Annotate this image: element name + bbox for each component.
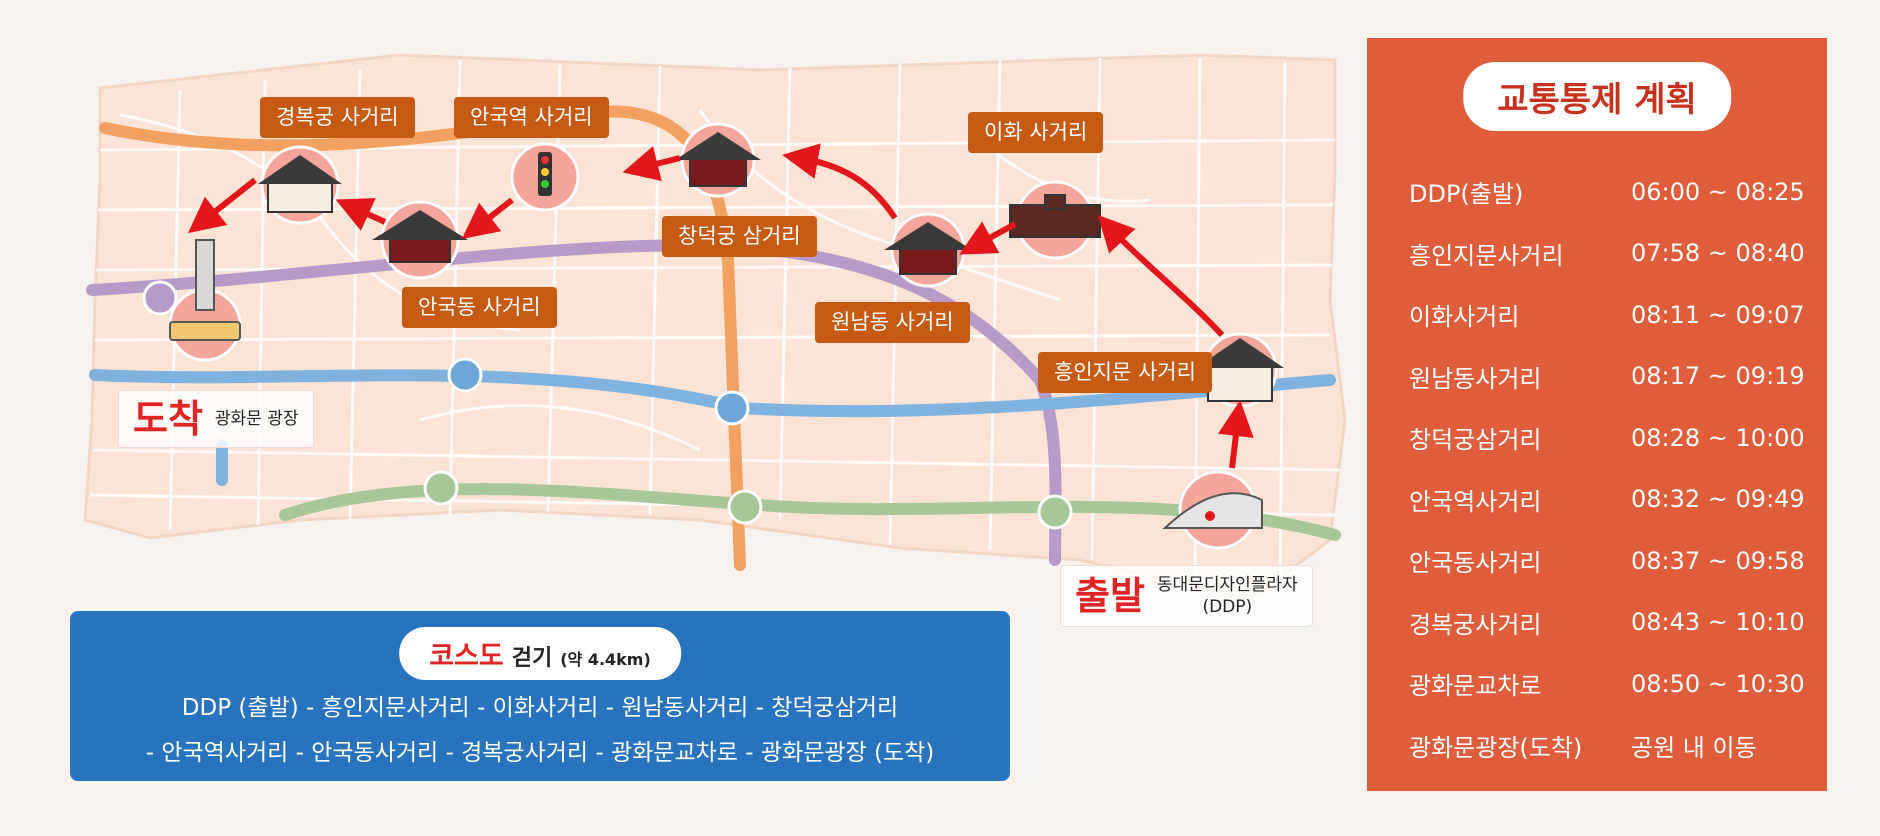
schedule-time: 08:37 ~ 09:58	[1631, 546, 1805, 575]
schedule-row: 원남동사거리 08:17 ~ 09:19	[1409, 346, 1809, 408]
schedule-row: 창덕궁삼거리 08:28 ~ 10:00	[1409, 407, 1809, 469]
label-changdeokgung: 창덕궁 삼거리	[662, 216, 817, 258]
course-title: 코스도	[429, 641, 504, 672]
schedule-row: 안국동사거리 08:37 ~ 09:58	[1409, 530, 1809, 592]
course-distance: (약 4.4km)	[560, 650, 651, 669]
arrival-label: 도착	[133, 397, 203, 441]
schedule-row: 흥인지문사거리 07:58 ~ 08:40	[1409, 223, 1809, 285]
departure-box: 출발 동대문디자인플라자 (DDP)	[1060, 565, 1313, 627]
course-panel: 코스도 걷기 (약 4.4km) DDP (출발) - 흥인지문사거리 - 이화…	[70, 611, 1010, 781]
schedule-time: 08:50 ~ 10:30	[1631, 669, 1805, 698]
departure-place-line2: (DDP)	[1202, 597, 1253, 617]
schedule-location: 광화문교차로	[1409, 672, 1542, 701]
schedule-row: 안국역사거리 08:32 ~ 09:49	[1409, 469, 1809, 531]
departure-place: 동대문디자인플라자 (DDP)	[1157, 574, 1298, 618]
schedule-list: DDP(출발) 06:00 ~ 08:25 흥인지문사거리 07:58 ~ 08:40…	[1409, 161, 1809, 776]
marker-changdeokgung	[675, 122, 761, 198]
marker-anguk-station	[510, 142, 580, 212]
label-gyeongbokgung: 경복궁 사거리	[260, 97, 415, 139]
schedule-time: 08:11 ~ 09:07	[1631, 300, 1805, 329]
departure-place-line1: 동대문디자인플라자	[1156, 574, 1298, 595]
arrival-place: 광화문 광장	[214, 408, 299, 429]
label-heunginjimun: 흥인지문 사거리	[1038, 352, 1212, 394]
schedule-time: 08:28 ~ 10:00	[1631, 423, 1805, 452]
arrival-box: 도착 광화문 광장	[118, 390, 314, 448]
route-arrows	[187, 143, 1254, 469]
schedule-location: DDP(출발)	[1409, 180, 1524, 209]
traffic-control-title: 교통통제 계획	[1463, 62, 1731, 131]
marker-ihwa	[1009, 180, 1101, 260]
course-route-line2: - 안국역사거리 - 안국동사거리 - 경복궁사거리 - 광화문교차로 - 광화…	[145, 740, 935, 766]
schedule-row: 이화사거리 08:11 ~ 09:07	[1409, 284, 1809, 346]
schedule-time: 공원 내 이동	[1631, 733, 1757, 762]
schedule-time: 08:32 ~ 09:49	[1631, 485, 1805, 514]
departure-label: 출발	[1075, 574, 1145, 618]
schedule-row: DDP(출발) 06:00 ~ 08:25	[1409, 161, 1809, 223]
schedule-location: 원남동사거리	[1409, 364, 1542, 393]
schedule-time: 08:17 ~ 09:19	[1631, 362, 1805, 391]
schedule-location: 광화문광장(도착)	[1409, 733, 1583, 762]
schedule-time: 06:00 ~ 08:25	[1631, 177, 1805, 206]
label-anguk-station: 안국역 사거리	[454, 97, 609, 139]
schedule-row: 광화문광장(도착) 공원 내 이동	[1409, 715, 1809, 777]
schedule-time: 08:43 ~ 10:10	[1631, 608, 1805, 637]
schedule-location: 안국동사거리	[1409, 549, 1542, 578]
course-mode: 걷기	[511, 646, 553, 671]
transfer-stations	[142, 280, 1073, 530]
marker-gwanghwamun-statue	[168, 239, 242, 362]
label-anguk-dong: 안국동 사거리	[402, 287, 557, 329]
schedule-location: 이화사거리	[1409, 303, 1520, 332]
schedule-row: 광화문교차로 08:50 ~ 10:30	[1409, 653, 1809, 715]
schedule-row: 경복궁사거리 08:43 ~ 10:10	[1409, 592, 1809, 654]
label-ihwa: 이화 사거리	[968, 112, 1104, 154]
schedule-time: 07:58 ~ 08:40	[1631, 239, 1805, 268]
marker-gyeongbokgung	[258, 145, 342, 225]
schedule-location: 안국역사거리	[1409, 487, 1542, 516]
schedule-location: 흥인지문사거리	[1409, 241, 1564, 270]
course-title-pill: 코스도 걷기 (약 4.4km)	[399, 627, 681, 680]
traffic-control-panel: 교통통제 계획 DDP(출발) 06:00 ~ 08:25 흥인지문사거리 07:58…	[1367, 38, 1827, 791]
course-route-line1: DDP (출발) - 흥인지문사거리 - 이화사거리 - 원남동사거리 - 창덕…	[181, 695, 899, 721]
marker-anguk-dong	[372, 200, 468, 280]
schedule-location: 경복궁사거리	[1409, 610, 1542, 639]
marker-ddp	[1162, 470, 1263, 550]
label-wonnam-dong: 원남동 사거리	[815, 302, 970, 344]
schedule-location: 창덕궁삼거리	[1409, 426, 1542, 455]
